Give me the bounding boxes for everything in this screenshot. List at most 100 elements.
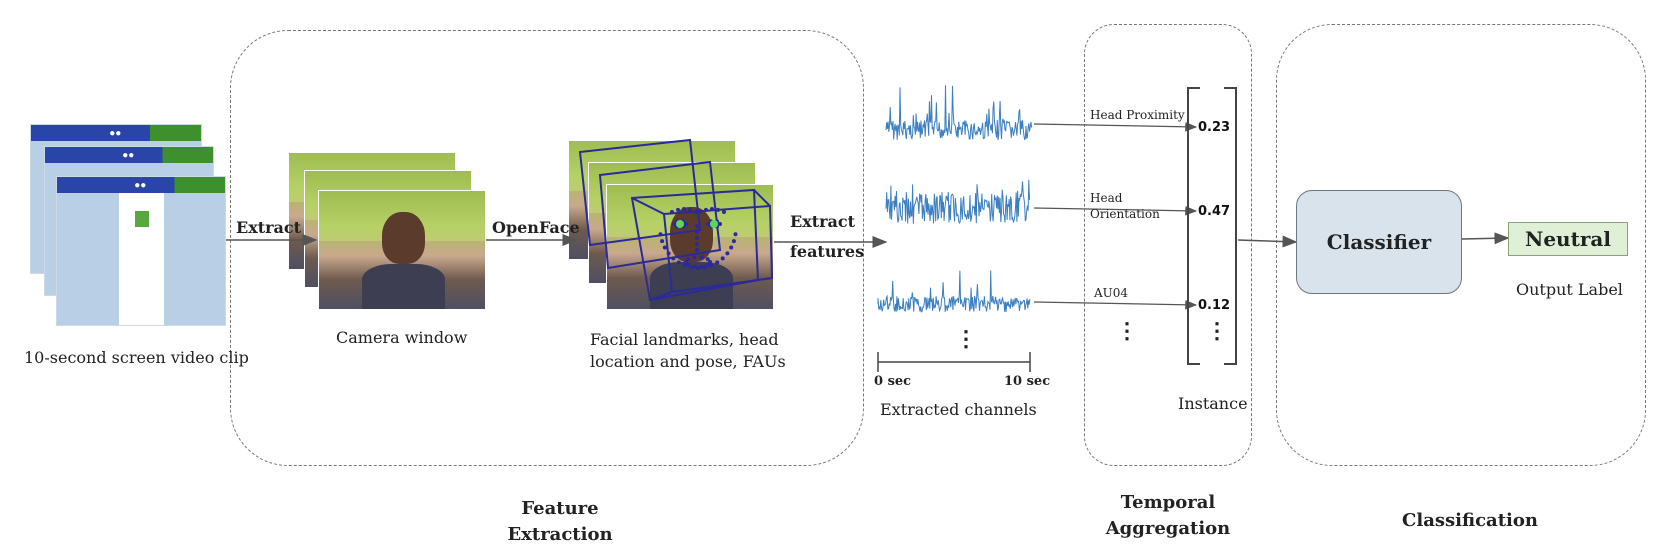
landmark-point bbox=[682, 263, 687, 268]
landmarks-caption-line-1: Facial landmarks, head bbox=[590, 330, 779, 349]
landmark-point bbox=[662, 245, 667, 250]
landmark-point bbox=[671, 256, 676, 261]
green-target-icon bbox=[135, 211, 149, 227]
landmark-point bbox=[684, 222, 688, 226]
channel-signal bbox=[885, 179, 1030, 225]
landmark-point bbox=[686, 262, 691, 267]
input-caption: 10-second screen video clip bbox=[24, 348, 249, 367]
landmark-point bbox=[658, 232, 663, 237]
instance-label: Instance bbox=[1178, 394, 1248, 413]
eye-gaze-marker bbox=[676, 220, 684, 228]
output-caption: Output Label bbox=[1516, 280, 1623, 299]
arrow-to-output bbox=[1461, 232, 1510, 245]
arrow-head-proximity bbox=[1033, 122, 1198, 132]
instance-bracket bbox=[1187, 87, 1237, 365]
openface-label: OpenFace bbox=[492, 218, 580, 237]
axis-end-label: 10 sec bbox=[1004, 374, 1051, 389]
camera-caption: Camera window bbox=[336, 328, 468, 347]
output-label-box: Neutral bbox=[1508, 222, 1628, 256]
instance-value-au04: 0.12 bbox=[1198, 298, 1231, 313]
landmark-point bbox=[718, 222, 722, 226]
landmarks-caption-line-2: location and pose, FAUs bbox=[590, 352, 786, 371]
screen-frame-front: ●● bbox=[56, 176, 226, 326]
landmark-point bbox=[689, 265, 694, 270]
arrow-head-orientation bbox=[1033, 206, 1198, 216]
landmark-point bbox=[706, 222, 710, 226]
head-pose-wireframe bbox=[578, 138, 774, 302]
time-axis bbox=[877, 352, 1031, 372]
landmark-point bbox=[720, 256, 725, 261]
landmark-point bbox=[682, 207, 686, 211]
feature-label-head-proximity: Head Proximity bbox=[1090, 108, 1185, 122]
landmark-point bbox=[688, 207, 692, 212]
eyes-icon: ●● bbox=[122, 150, 135, 161]
classification-box bbox=[1276, 24, 1646, 466]
section-title-feature-extraction: Feature Extraction bbox=[507, 498, 613, 545]
landmark-point bbox=[731, 239, 736, 244]
extract-label: Extract bbox=[236, 218, 302, 237]
landmark-point bbox=[698, 210, 702, 214]
instance-ellipsis: ⋮ bbox=[1206, 318, 1228, 344]
landmark-point bbox=[660, 239, 665, 244]
landmark-point bbox=[695, 242, 699, 246]
landmark-point bbox=[699, 264, 704, 269]
axis-start-label: 0 sec bbox=[874, 374, 912, 389]
landmark-point bbox=[702, 265, 707, 270]
landmark-point bbox=[676, 207, 680, 212]
arrow-to-classifier bbox=[1237, 235, 1298, 248]
landmark-point bbox=[699, 255, 704, 260]
eyes-icon: ●● bbox=[109, 128, 122, 139]
channel-signal bbox=[885, 85, 1033, 141]
landmark-point bbox=[709, 263, 714, 268]
feature-extraction-box bbox=[230, 30, 864, 466]
landmark-point bbox=[715, 260, 720, 265]
landmark-point bbox=[695, 236, 699, 240]
feature-label-head-orientation: Head Orientation bbox=[1090, 191, 1160, 221]
landmark-point bbox=[670, 210, 674, 214]
landmark-point bbox=[696, 266, 700, 270]
extract-features-label-line-1: Extract bbox=[790, 212, 856, 231]
feature-ellipsis: ⋮ bbox=[1116, 318, 1138, 344]
landmark-point bbox=[666, 251, 671, 256]
eye-gaze-marker bbox=[710, 220, 718, 228]
landmark-point bbox=[695, 248, 699, 252]
section-title-classification: Classification bbox=[1402, 510, 1538, 531]
landmark-point bbox=[705, 262, 710, 267]
landmark-point bbox=[722, 210, 726, 214]
landmark-point bbox=[725, 251, 730, 256]
landmark-point bbox=[710, 207, 714, 211]
camera-frame-front bbox=[318, 190, 486, 310]
facial-landmarks bbox=[658, 207, 738, 270]
channel-signal bbox=[877, 270, 1031, 313]
channel-ellipsis: ⋮ bbox=[955, 326, 977, 352]
landmark-point bbox=[708, 260, 712, 264]
landmark-point bbox=[676, 260, 681, 265]
section-title-temporal-aggregation: Temporal Aggregation bbox=[1105, 492, 1231, 539]
channels-caption: Extracted channels bbox=[880, 400, 1037, 419]
landmark-point bbox=[704, 207, 708, 212]
arrow-au04 bbox=[1033, 300, 1198, 310]
feature-label-au04: AU04 bbox=[1094, 286, 1129, 300]
instance-value-head-orientation: 0.47 bbox=[1198, 204, 1231, 219]
landmark-point bbox=[694, 210, 698, 214]
landmark-point bbox=[684, 260, 688, 264]
landmark-point bbox=[733, 232, 738, 237]
eyes-icon: ●● bbox=[134, 180, 147, 191]
landmark-point bbox=[729, 245, 734, 250]
extract-features-label-line-2: features bbox=[790, 242, 865, 261]
landmark-point bbox=[716, 207, 720, 212]
instance-value-head-proximity: 0.23 bbox=[1198, 120, 1231, 135]
classifier-box: Classifier bbox=[1296, 190, 1462, 294]
landmark-point bbox=[672, 222, 676, 226]
temporal-aggregation-box bbox=[1084, 24, 1252, 466]
landmark-point bbox=[705, 257, 710, 262]
landmark-point bbox=[692, 255, 697, 260]
landmark-point bbox=[686, 257, 691, 262]
output-value: Neutral bbox=[1525, 227, 1611, 251]
classifier-label: Classifier bbox=[1326, 230, 1432, 254]
landmark-point bbox=[695, 230, 699, 234]
landmark-point bbox=[695, 224, 699, 228]
landmark-point bbox=[692, 264, 697, 269]
